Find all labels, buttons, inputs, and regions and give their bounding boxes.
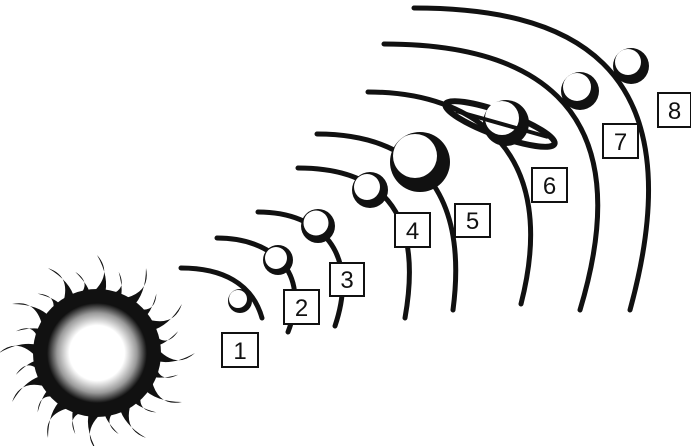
planet-8-icon xyxy=(613,48,649,84)
orbit-1 xyxy=(181,268,262,318)
planet-3-icon xyxy=(301,209,335,243)
label-6: 6 xyxy=(543,173,556,200)
planet-5-icon xyxy=(390,132,450,192)
label-2: 2 xyxy=(295,295,308,322)
label-7: 7 xyxy=(614,129,627,156)
planet-2-icon xyxy=(263,245,293,275)
label-box-8: 8 xyxy=(658,93,691,127)
label-box-3: 3 xyxy=(330,263,364,296)
label-3: 3 xyxy=(340,267,353,294)
planet-1-icon xyxy=(228,289,252,313)
label-box-1: 1 xyxy=(222,333,258,367)
sun xyxy=(0,255,195,446)
label-box-4: 4 xyxy=(395,213,430,247)
planet-6-ringed-icon xyxy=(441,93,558,155)
label-box-6: 6 xyxy=(532,168,567,202)
label-5: 5 xyxy=(466,208,479,235)
label-8: 8 xyxy=(668,98,681,125)
label-box-2: 2 xyxy=(284,290,319,324)
planet-7-icon xyxy=(561,72,599,110)
sun-icon xyxy=(0,255,195,446)
planet-4-icon xyxy=(352,172,388,208)
label-4: 4 xyxy=(406,218,419,245)
label-box-5: 5 xyxy=(455,204,490,237)
label-1: 1 xyxy=(233,338,246,365)
label-box-7: 7 xyxy=(603,124,638,158)
